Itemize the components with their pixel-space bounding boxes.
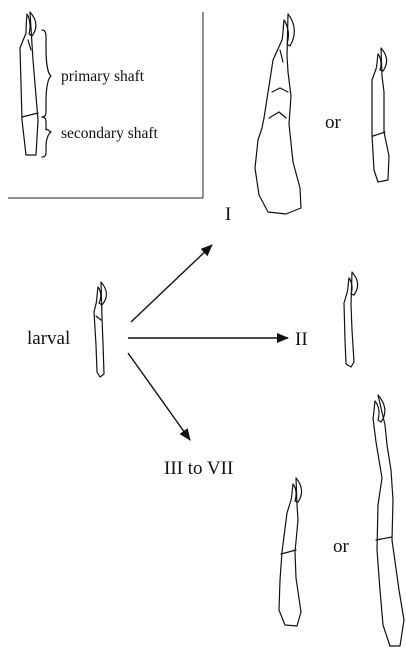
type-II-hook-outline xyxy=(344,272,358,367)
primary-shaft-brace xyxy=(42,30,51,117)
type-III-VII-long-hook-junction xyxy=(376,537,392,540)
type-I-slender-hook-outline xyxy=(372,48,389,182)
type-II-label: II xyxy=(295,329,308,350)
type-III-VII-short-hook-junction xyxy=(281,550,296,554)
legend-hook-spine xyxy=(28,40,31,50)
type-I-large-hook-spine xyxy=(280,50,283,62)
or-label-bottom: or xyxy=(333,536,350,557)
larval-hook-outline xyxy=(94,282,106,377)
type-III-VII-label: III to VII xyxy=(164,458,233,479)
arrow-to-type-III-VII xyxy=(128,353,190,440)
type-I-large-hook-junction xyxy=(269,88,288,118)
type-I-slender-hook-junction xyxy=(373,132,385,136)
type-I-large-hook-outline xyxy=(255,14,301,214)
primary-shaft-label: primary shaft xyxy=(61,68,145,85)
or-label-top: or xyxy=(325,112,342,133)
legend-hook-junction xyxy=(22,113,38,117)
type-III-VII-long-hook-outline xyxy=(373,395,404,646)
secondary-shaft-label: secondary shaft xyxy=(61,125,159,142)
larval-label: larval xyxy=(27,328,70,349)
type-III-VII-short-hook xyxy=(279,478,302,626)
secondary-shaft-brace xyxy=(42,117,51,157)
type-I-slender-hook xyxy=(372,48,389,182)
legend-hook-drawing xyxy=(20,12,38,155)
legend-hook-outline xyxy=(20,12,38,155)
type-I-large-hook xyxy=(255,14,301,214)
larval-hook-spine xyxy=(96,316,101,320)
type-III-VII-long-hook xyxy=(373,395,404,646)
arrow-to-type-I xyxy=(131,245,212,322)
larval-hook xyxy=(94,282,106,377)
type-I-label: I xyxy=(225,204,231,225)
type-II-hook xyxy=(344,272,358,367)
